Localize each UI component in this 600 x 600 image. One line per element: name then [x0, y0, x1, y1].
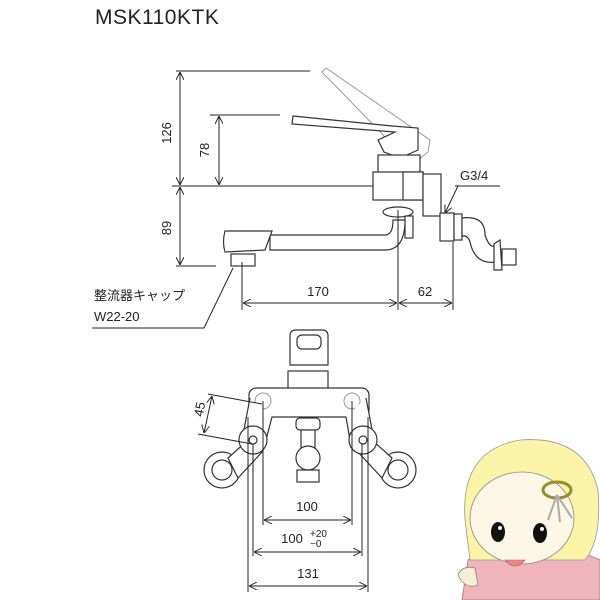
- wall-flange: [493, 238, 503, 271]
- elbow-pipe: [461, 217, 497, 263]
- spout-pipe: [269, 219, 406, 251]
- lever-grip: [296, 334, 322, 350]
- dim-100-tol-label: 100: [281, 531, 303, 546]
- spout-joint: [295, 445, 321, 471]
- aerator-cap: [230, 253, 256, 267]
- valve-body: [377, 154, 421, 174]
- dim-89-label: 89: [159, 221, 174, 235]
- tolerance-plus: +20: [310, 529, 327, 540]
- aerator-spec: W22-20: [94, 309, 140, 324]
- inlet-nut: [453, 213, 463, 241]
- mascot-character: [457, 439, 600, 600]
- knurled-collar: [404, 215, 414, 239]
- spout-head: [222, 230, 273, 253]
- dim-170-label: 170: [307, 284, 329, 299]
- tolerance-minus: −0: [310, 539, 322, 550]
- valve-nut: [402, 171, 424, 201]
- dim-62-label: 62: [418, 284, 432, 299]
- body-neck: [287, 370, 329, 390]
- thread-label: G3/4: [460, 168, 488, 183]
- dim-45-label: 45: [191, 401, 208, 418]
- dim-131-label: 131: [297, 566, 319, 581]
- dim-126-label: 126: [159, 122, 174, 144]
- top-view: 45 100 100 +20 −0 131: [191, 329, 417, 592]
- side-view: 126 78 89 G3/4 170 62: [92, 67, 517, 329]
- inlet-thread: [439, 212, 455, 242]
- lever-handle: [291, 115, 419, 159]
- wall-thread: [501, 248, 517, 266]
- dim-45-line: [204, 396, 212, 433]
- dim-78-label: 78: [197, 143, 212, 157]
- mount-bracket: [422, 173, 442, 217]
- aerator-label: 整流器キャップ: [94, 288, 185, 303]
- dim-100-label: 100: [296, 499, 318, 514]
- product-model-title: MSK110KTK: [95, 6, 220, 29]
